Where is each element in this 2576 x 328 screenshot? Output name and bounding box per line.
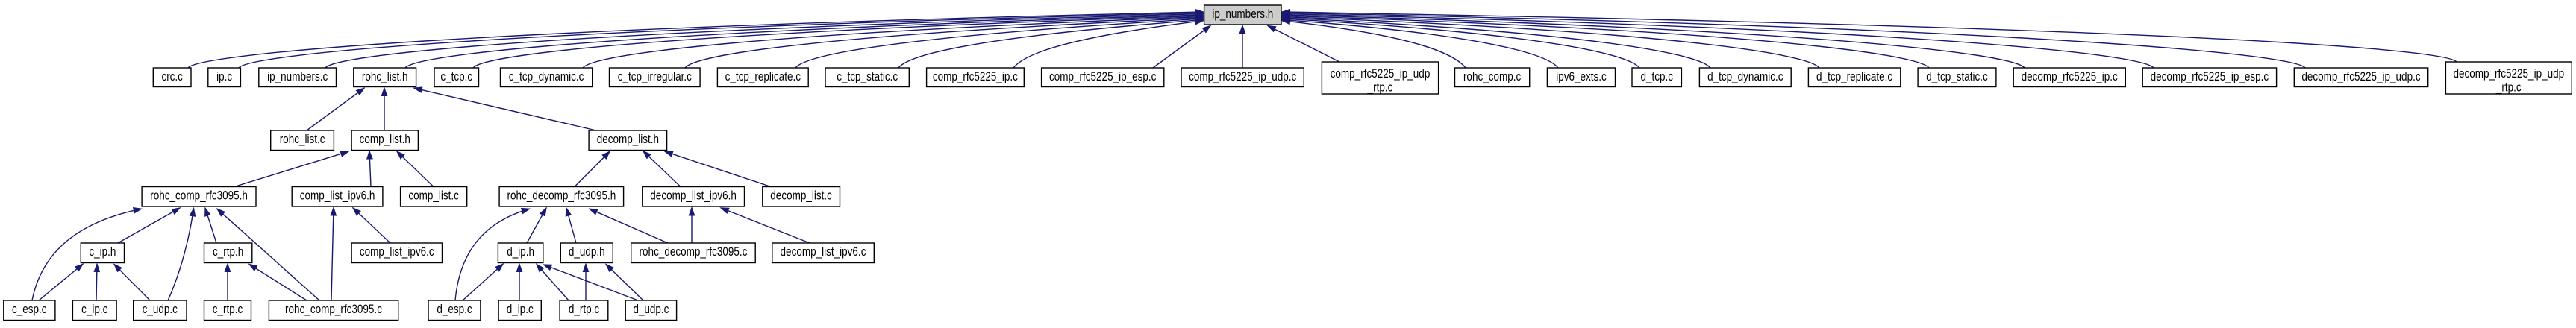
svg-text:c_esp.c: c_esp.c — [12, 303, 47, 316]
svg-text:c_rtp.c: c_rtp.c — [213, 303, 243, 316]
svg-text:comp_list.c: comp_list.c — [408, 189, 459, 203]
svg-text:d_ip.h: d_ip.h — [507, 245, 534, 259]
svg-text:d_tcp_dynamic.c: d_tcp_dynamic.c — [1707, 70, 1783, 83]
svg-text:ipv6_exts.c: ipv6_exts.c — [1556, 70, 1607, 83]
svg-text:decomp_rfc5225_ip_udp.c: decomp_rfc5225_ip_udp.c — [2301, 70, 2420, 83]
svg-text:ip_numbers.h: ip_numbers.h — [1212, 7, 1273, 21]
svg-text:d_ip.c: d_ip.c — [507, 303, 534, 316]
svg-text:comp_list_ipv6.c: comp_list_ipv6.c — [360, 245, 434, 259]
svg-text:ip_numbers.c: ip_numbers.c — [267, 70, 328, 83]
svg-text:_rtp.c: _rtp.c — [1367, 81, 1393, 95]
svg-text:decomp_list_ipv6.c: decomp_list_ipv6.c — [781, 245, 866, 259]
svg-text:rohc_list.h: rohc_list.h — [362, 70, 408, 83]
svg-text:d_rtp.c: d_rtp.c — [569, 303, 599, 316]
svg-text:rohc_list.c: rohc_list.c — [280, 133, 325, 146]
svg-text:decomp_list.h: decomp_list.h — [597, 133, 659, 146]
svg-text:decomp_list.c: decomp_list.c — [770, 189, 832, 203]
svg-text:d_tcp_static.c: d_tcp_static.c — [1926, 70, 1988, 83]
svg-text:decomp_list_ipv6.h: decomp_list_ipv6.h — [650, 189, 737, 203]
svg-text:d_esp.c: d_esp.c — [437, 303, 472, 316]
svg-text:decomp_rfc5225_ip_udp: decomp_rfc5225_ip_udp — [2453, 67, 2564, 81]
svg-text:crc.c: crc.c — [161, 70, 183, 83]
svg-text:d_udp.c: d_udp.c — [633, 303, 669, 316]
svg-text:rohc_decomp_rfc3095.h: rohc_decomp_rfc3095.h — [507, 189, 616, 203]
svg-text:decomp_rfc5225_ip_esp.c: decomp_rfc5225_ip_esp.c — [2151, 70, 2269, 83]
svg-text:comp_list_ipv6.h: comp_list_ipv6.h — [300, 189, 375, 203]
svg-text:c_tcp_dynamic.c: c_tcp_dynamic.c — [509, 70, 584, 83]
svg-text:c_tcp_irregular.c: c_tcp_irregular.c — [618, 70, 692, 83]
svg-text:rohc_comp_rfc3095.h: rohc_comp_rfc3095.h — [150, 189, 248, 203]
svg-text:c_udp.c: c_udp.c — [143, 303, 178, 316]
svg-text:ip.c: ip.c — [216, 70, 232, 83]
svg-text:comp_rfc5225_ip_udp: comp_rfc5225_ip_udp — [1331, 67, 1431, 81]
svg-text:c_ip.c: c_ip.c — [81, 303, 107, 316]
svg-text:d_tcp.c: d_tcp.c — [1640, 70, 1673, 83]
svg-text:rohc_decomp_rfc3095.c: rohc_decomp_rfc3095.c — [640, 245, 748, 259]
svg-text:rohc_comp_rfc3095.c: rohc_comp_rfc3095.c — [285, 303, 382, 316]
svg-text:comp_rfc5225_ip_esp.c: comp_rfc5225_ip_esp.c — [1049, 70, 1156, 83]
svg-text:c_tcp_replicate.c: c_tcp_replicate.c — [725, 70, 801, 83]
svg-text:c_rtp.h: c_rtp.h — [213, 245, 243, 259]
svg-text:c_tcp_static.c: c_tcp_static.c — [837, 70, 898, 83]
svg-text:d_tcp_replicate.c: d_tcp_replicate.c — [1816, 70, 1892, 83]
svg-text:comp_rfc5225_ip_udp.c: comp_rfc5225_ip_udp.c — [1189, 70, 1296, 83]
svg-text:decomp_rfc5225_ip.c: decomp_rfc5225_ip.c — [2022, 70, 2118, 83]
svg-text:comp_list.h: comp_list.h — [360, 133, 410, 146]
svg-text:comp_rfc5225_ip.c: comp_rfc5225_ip.c — [933, 70, 1018, 83]
svg-text:d_udp.h: d_udp.h — [569, 245, 605, 259]
svg-text:rohc_comp.c: rohc_comp.c — [1463, 70, 1521, 83]
svg-text:_rtp.c: _rtp.c — [2495, 81, 2522, 95]
svg-text:c_ip.h: c_ip.h — [89, 245, 116, 259]
svg-text:c_tcp.c: c_tcp.c — [440, 70, 472, 83]
